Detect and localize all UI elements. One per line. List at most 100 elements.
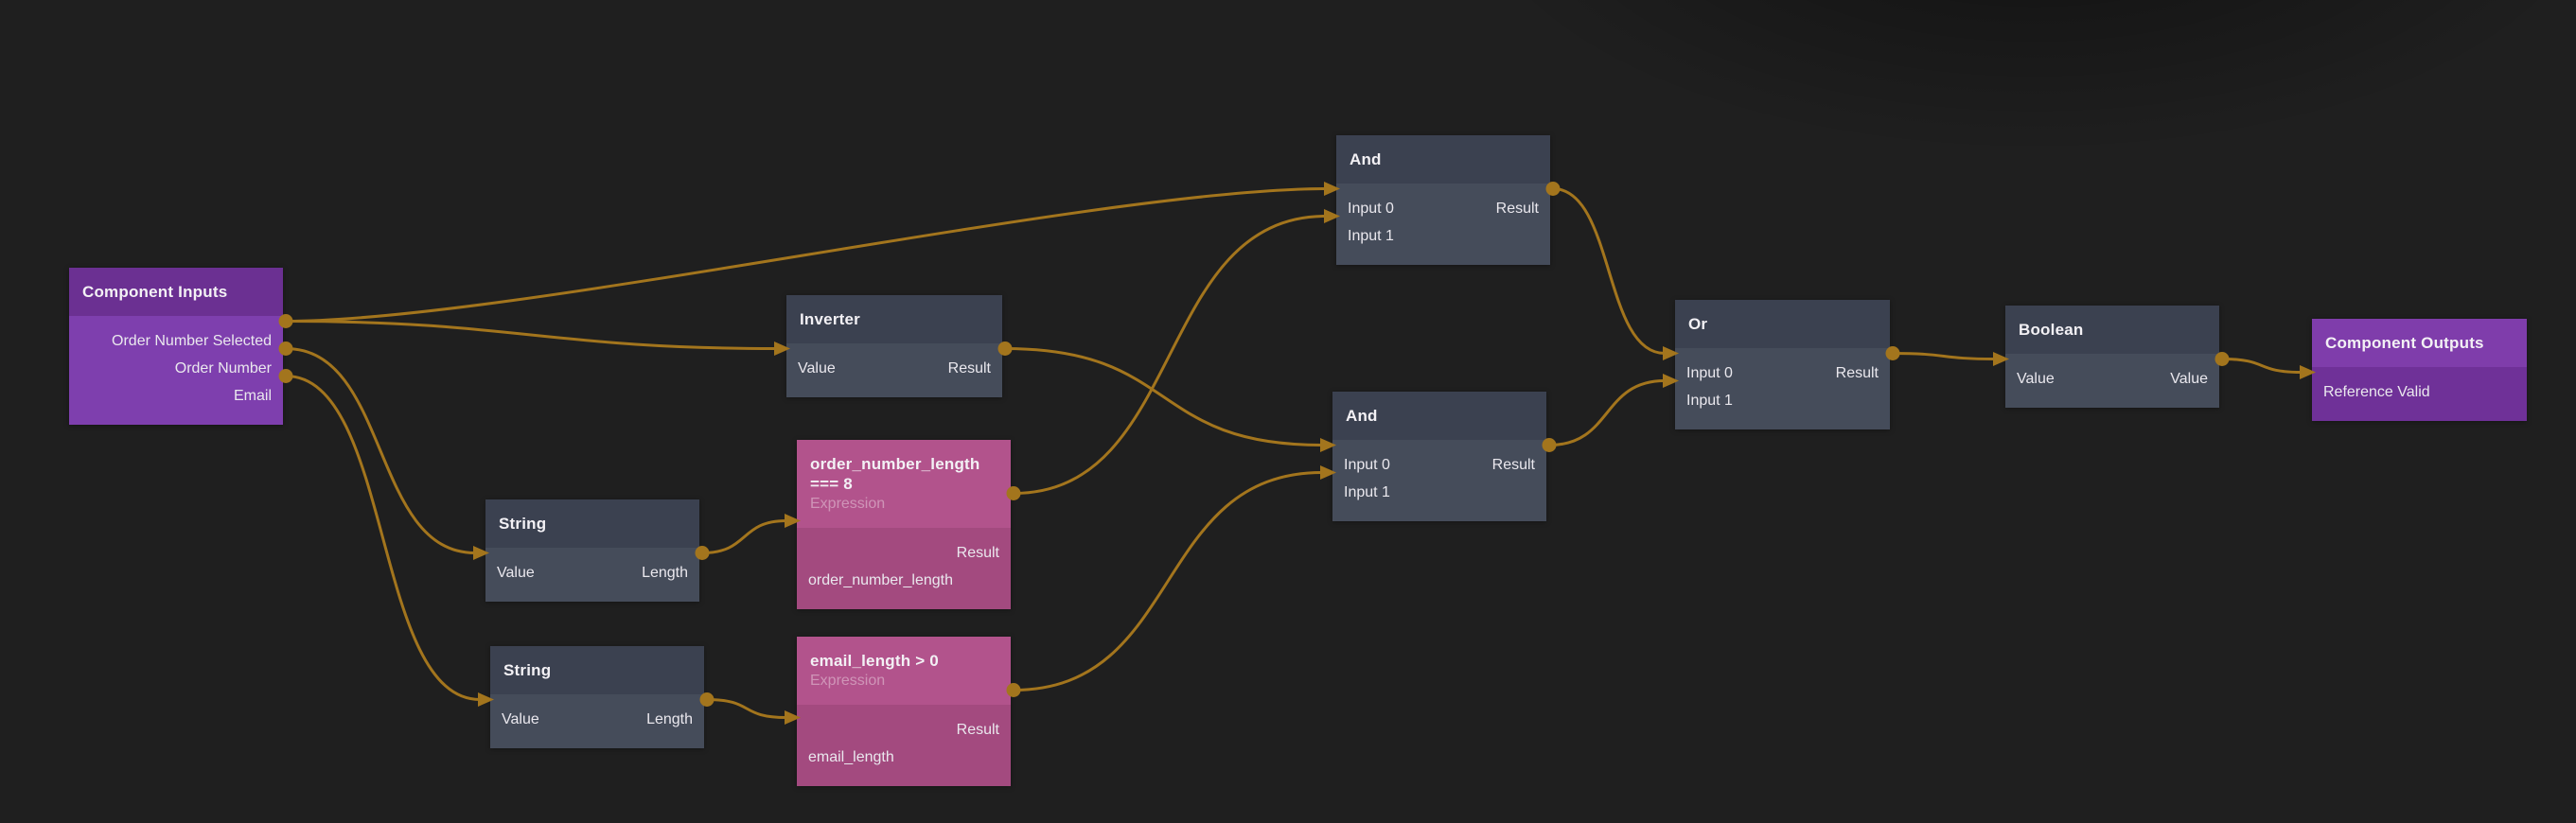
input-port-label-input0: Input 0 (1344, 456, 1390, 473)
port-row: Order Number (69, 355, 283, 382)
node-header[interactable]: Or (1675, 300, 1890, 348)
node-header[interactable]: order_number_length === 8 Expression (797, 440, 1011, 528)
node-header[interactable]: And (1332, 392, 1546, 440)
node-title: Inverter (800, 310, 860, 328)
port-row: order_number_length (797, 567, 1011, 594)
node-subtitle: Expression (810, 496, 886, 512)
port-row: Value Length (485, 559, 699, 587)
output-port-label-email: Email (233, 387, 272, 404)
wire-expr2-result-to-and2-input1[interactable] (1013, 471, 1323, 692)
output-port-label-length: Length (642, 564, 688, 581)
port-row: Input 1 (1675, 387, 1890, 414)
port-row: Input 0 Result (1332, 451, 1546, 479)
wire-string1-length-to-expr1-order_number_length[interactable] (701, 519, 787, 554)
node-body: Result email_length (797, 705, 1011, 786)
output-port-label-result: Result (1491, 456, 1535, 473)
input-port-label-input0: Input 0 (1348, 200, 1394, 217)
wire-ci-order_number-to-string1-value[interactable] (285, 347, 476, 554)
node-title: String (499, 515, 547, 533)
output-port-label-value_out: Value (2170, 370, 2208, 387)
wire-or1-result-to-bool1-value_in[interactable] (1892, 352, 1996, 360)
node-header[interactable]: email_length > 0 Expression (797, 637, 1011, 705)
node-title: Or (1688, 315, 1708, 333)
node-title: Boolean (2019, 321, 2084, 339)
input-port-label-value: Value (497, 564, 535, 581)
port-row: Result (797, 539, 1011, 567)
node-header[interactable]: String (485, 499, 699, 548)
port-row: Input 1 (1336, 222, 1550, 250)
node-body: Value Length (490, 694, 704, 748)
wire-ci-email-to-string2-value[interactable] (285, 375, 481, 701)
port-row: Reference Valid (2312, 378, 2527, 406)
input-port-label-input1: Input 1 (1686, 392, 1733, 409)
node-body: Value Result (786, 343, 1002, 397)
input-port-label-input1: Input 1 (1344, 483, 1390, 500)
output-port-label-result: Result (1495, 200, 1539, 217)
node-header[interactable]: And (1336, 135, 1550, 184)
node-body: Reference Valid (2312, 367, 2527, 421)
input-port-label-input0: Input 0 (1686, 364, 1733, 381)
node-title: email_length > 0 (810, 652, 939, 670)
node-header[interactable]: String (490, 646, 704, 694)
output-port-label-result: Result (956, 544, 999, 561)
port-row: Value Result (786, 355, 1002, 382)
node-title: order_number_length === 8 (810, 455, 980, 493)
port-row: Order Number Selected (69, 327, 283, 355)
port-row: email_length (797, 744, 1011, 771)
output-port-label-order_number_selected: Order Number Selected (112, 332, 272, 349)
wire-string2-length-to-expr2-email_length[interactable] (706, 698, 787, 719)
node-title: String (503, 661, 552, 679)
port-row: Input 0 Result (1336, 195, 1550, 222)
wire-and1-result-to-or1-input0[interactable] (1552, 187, 1666, 355)
input-port-label-reference_valid: Reference Valid (2323, 383, 2430, 400)
output-port-label-result: Result (956, 721, 999, 738)
port-row: Result (797, 716, 1011, 744)
node-title: Component Inputs (82, 283, 228, 301)
node-header[interactable]: Component Outputs (2312, 319, 2527, 367)
input-port-label-value: Value (798, 359, 836, 376)
input-port-label-email_length: email_length (808, 748, 894, 765)
node-title: Component Outputs (2325, 334, 2484, 352)
wire-bool1-value_out-to-co-reference_valid[interactable] (2221, 358, 2303, 374)
port-row: Value Length (490, 706, 704, 733)
node-subtitle: Expression (810, 673, 886, 689)
output-port-label-length: Length (646, 710, 693, 727)
node-title: And (1346, 407, 1378, 425)
input-port-label-input1: Input 1 (1348, 227, 1394, 244)
wire-expr1-result-to-and1-input1[interactable] (1013, 215, 1327, 495)
input-port-label-order_number_length: order_number_length (808, 571, 953, 588)
node-title: And (1350, 150, 1382, 168)
wire-inverter-result-to-and2-input0[interactable] (1004, 347, 1323, 447)
input-port-label-value: Value (502, 710, 539, 727)
wire-ci-order_number_selected-to-inverter-value[interactable] (285, 320, 777, 350)
output-port-label-order_number: Order Number (174, 359, 272, 376)
output-port-label-result: Result (947, 359, 991, 376)
node-header[interactable]: Component Inputs (69, 268, 283, 316)
node-header[interactable]: Boolean (2005, 306, 2219, 354)
node-header[interactable]: Inverter (786, 295, 1002, 343)
wire-and2-result-to-or1-input1[interactable] (1548, 379, 1666, 447)
